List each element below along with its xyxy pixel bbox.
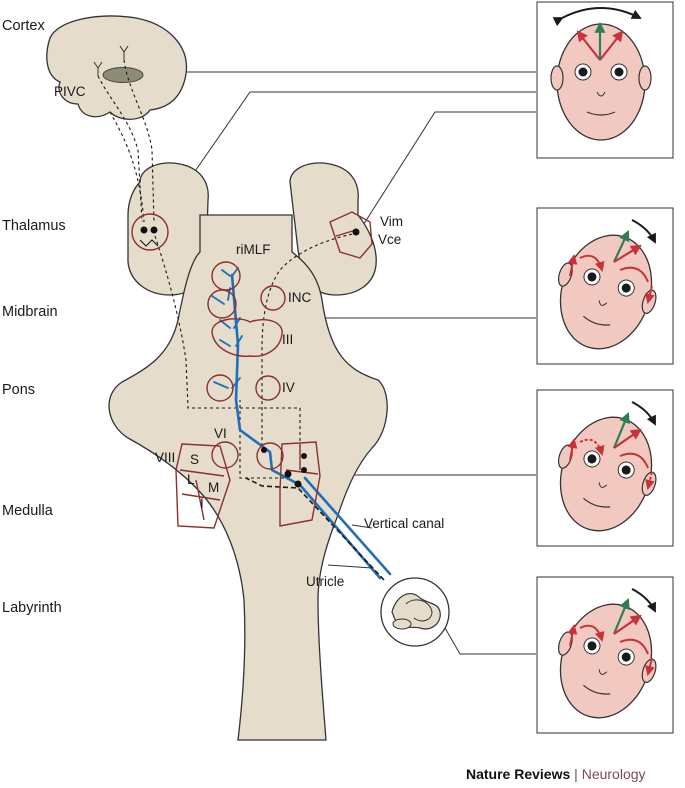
label-vi: VI (214, 426, 227, 441)
label-iii: III (282, 332, 294, 347)
label-vertical-canal: Vertical canal (364, 516, 445, 531)
head-panel-midbrain (536, 207, 674, 365)
vi-nucleus-left (211, 441, 239, 469)
label-rimlf: riMLF (236, 242, 271, 257)
vi-nucleus (256, 442, 284, 470)
nuclei (131, 211, 373, 529)
credit-journal: Nature Reviews (466, 766, 571, 782)
head-panel-pons-medulla (536, 389, 674, 547)
iv-nucleus-left (206, 374, 234, 402)
vim-vce-nucleus (329, 211, 373, 259)
label-iv: IV (282, 380, 295, 395)
level-label-medulla: Medulla (2, 503, 53, 519)
brainstem (108, 214, 388, 741)
label-inc: INC (288, 290, 312, 305)
inc-nucleus (260, 285, 286, 311)
connector-lines (172, 71, 536, 655)
head-panel-cortex (536, 1, 674, 159)
thalamus-left-nucleus (131, 213, 169, 251)
midbrain-nucleus (207, 289, 237, 319)
label-l: L (187, 472, 195, 487)
label-i: I (200, 496, 204, 511)
vestibular-nuclei-left (175, 443, 231, 529)
label-vim: Vim (380, 214, 404, 229)
label-utricle: Utricle (306, 574, 345, 589)
level-label-cortex: Cortex (2, 18, 45, 34)
head-panel-labyrinth (536, 576, 674, 734)
nucleus-dots (140, 226, 360, 488)
credit-separator: | (574, 766, 578, 782)
label-s: S (190, 452, 200, 467)
label-m: M (208, 480, 220, 495)
vestibular-nuclei-right (279, 441, 321, 527)
label-vce: Vce (378, 232, 402, 247)
label-viii: VIII (155, 450, 176, 465)
level-label-thalamus: Thalamus (2, 218, 66, 234)
vertical-canal-dashed (245, 477, 385, 581)
cortex-hemisphere (46, 15, 188, 120)
level-label-labyrinth: Labyrinth (2, 600, 62, 616)
label-pivc: PIVC (54, 84, 86, 99)
labyrinth (327, 524, 450, 647)
iii-nucleus (211, 318, 283, 357)
level-label-midbrain: Midbrain (2, 304, 58, 320)
iv-nucleus (255, 375, 281, 401)
level-label-pons: Pons (2, 382, 36, 398)
credit-subject: Neurology (581, 766, 646, 782)
journal-credit: Nature Reviews | Neurology (466, 766, 646, 782)
pivc-area (102, 67, 144, 83)
